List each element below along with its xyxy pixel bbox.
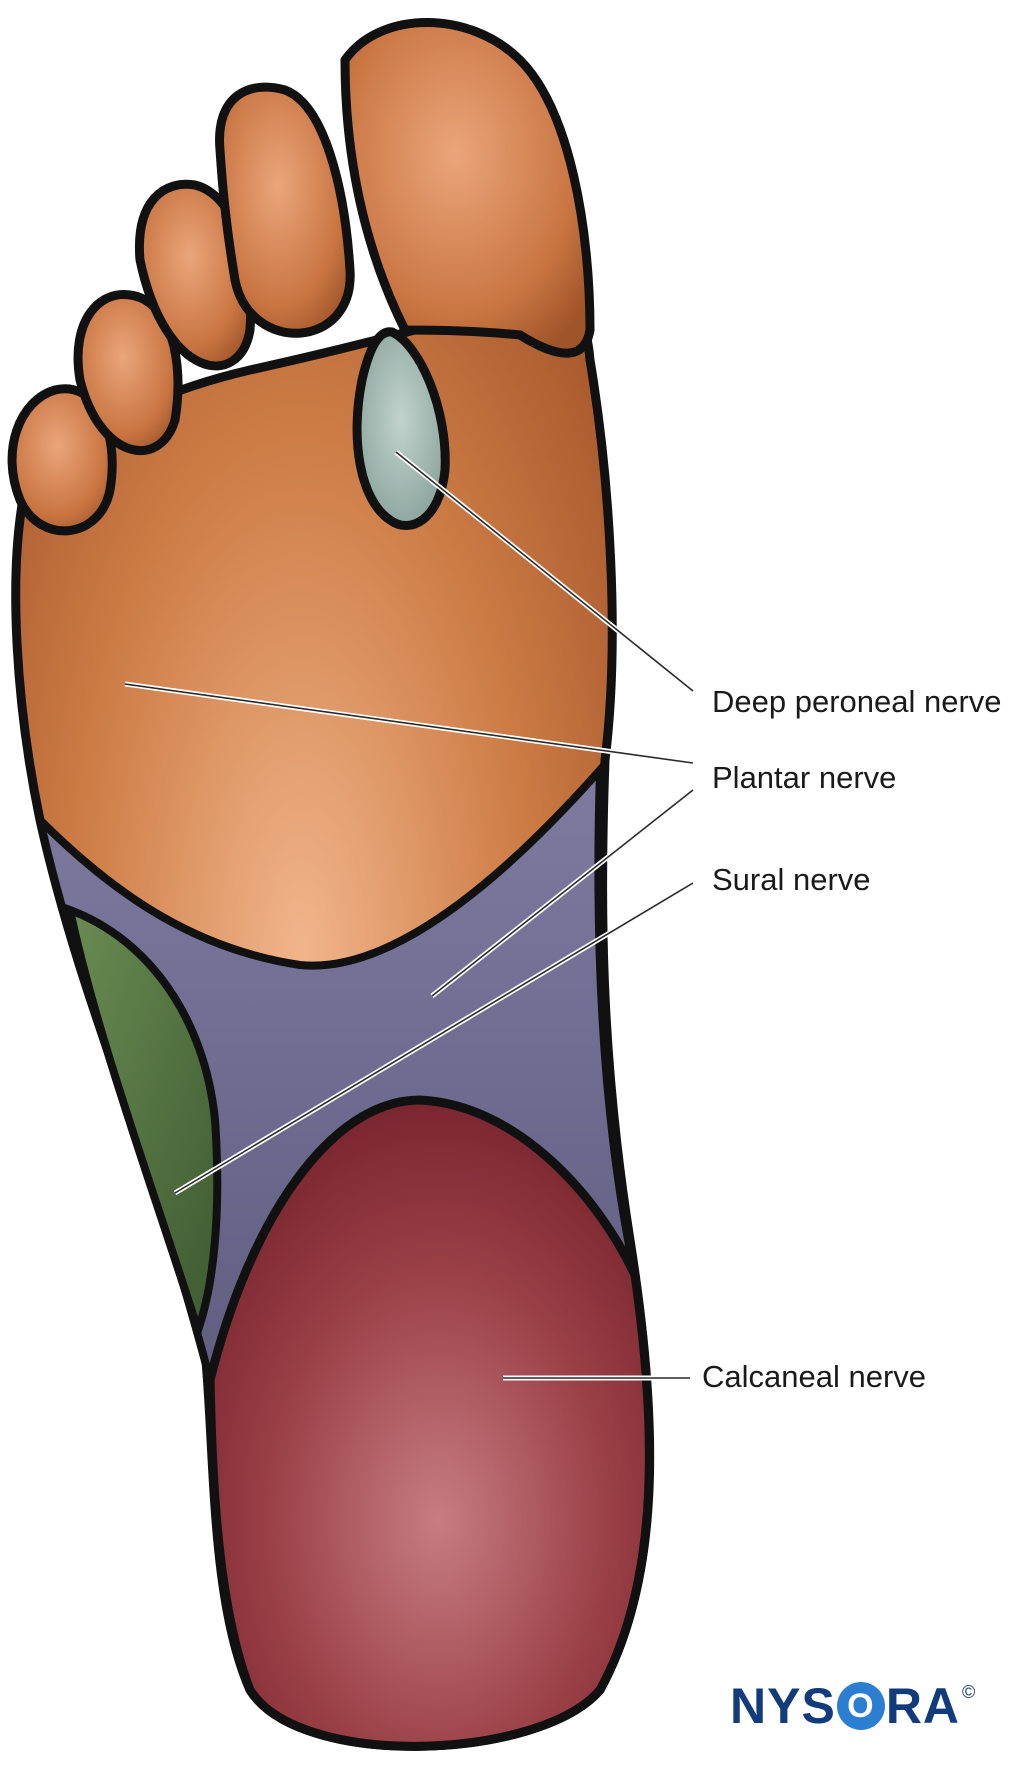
leader-line-deep-peroneal (395, 451, 694, 692)
leader-line-plantar-mid (431, 789, 694, 997)
leader-line-sural (174, 882, 694, 1194)
deep-peroneal-nerve-label: Deep peroneal nerve (712, 684, 1002, 719)
leader-line-plantar (124, 683, 694, 764)
sural-nerve-label: Sural nerve (712, 862, 871, 897)
calcaneal-region (205, 1095, 654, 1751)
deep-peroneal-region (352, 327, 450, 530)
logo-text-start: NYS (730, 1678, 836, 1734)
big-toe (340, 18, 595, 358)
calcaneal-nerve-label: Calcaneal nerve (702, 1359, 927, 1394)
nysora-logo: NYS O RA © (730, 1676, 976, 1736)
leader-lines-dark (124, 451, 694, 1379)
logo-circle-letter: O (836, 1682, 885, 1730)
copyright-symbol: © (962, 1682, 977, 1702)
logo-text-end: RA (885, 1678, 961, 1734)
fourth-toe (73, 289, 183, 455)
plantar-nerve-label: Plantar nerve (712, 760, 897, 795)
sural-region (64, 903, 222, 1343)
second-toe (215, 82, 355, 338)
